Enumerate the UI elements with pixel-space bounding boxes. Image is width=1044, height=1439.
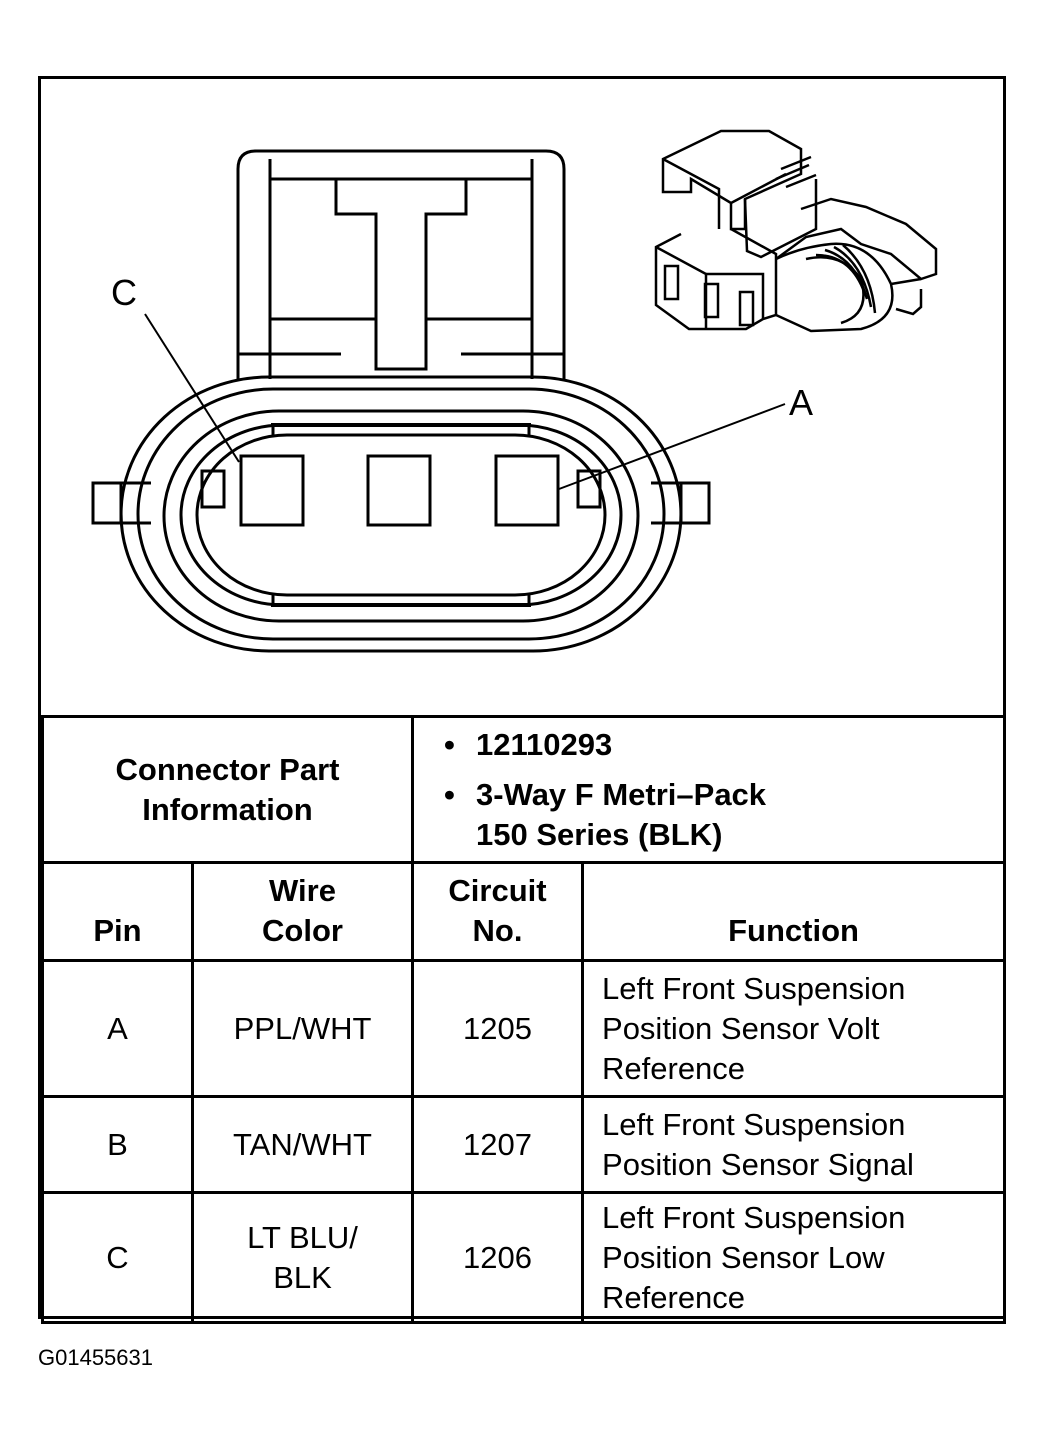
circuit-cell: 1207 <box>411 1095 585 1194</box>
pin-a-cavity <box>494 454 560 527</box>
connector-part-info-label: Connector Part Information <box>40 715 415 864</box>
pin-b-cavity <box>366 454 432 527</box>
pin-c-cavity <box>239 454 305 527</box>
callout-c-leader <box>144 313 240 463</box>
part-description-line2: 150 Series (BLK) <box>476 816 723 852</box>
connector-body <box>91 375 711 653</box>
connector-face-diagram: C A <box>41 79 1003 715</box>
connector-part-info-values: • 12110293 • 3-Way F Metri–Pack 150 Series… <box>411 715 1007 864</box>
circuit-cell: 1205 <box>411 959 585 1098</box>
header-pin: Pin <box>41 861 194 962</box>
wire-color-cell: PPL/WHT <box>190 959 415 1098</box>
part-description-line1: 3-Way F Metri–Pack <box>476 776 767 812</box>
connector-part-info-row: Connector Part Information • 12110293 • 3-… <box>40 715 1007 864</box>
pin-cell: A <box>41 959 194 1098</box>
function-cell: Left Front Suspension Position Sensor Vo… <box>581 959 1007 1098</box>
table-row: A PPL/WHT 1205 Left Front Suspension Pos… <box>41 959 1007 1098</box>
table-row: C LT BLU/BLK 1206 Left Front Suspension … <box>41 1191 1007 1324</box>
connector-figure-frame: C A Connector Part Information • 12110293… <box>38 76 1007 1324</box>
pin-cell: C <box>41 1191 194 1324</box>
info-label-line1: Connector Part <box>115 751 340 787</box>
bullet-icon: • <box>444 726 455 762</box>
pin-cell: B <box>41 1095 194 1194</box>
wire-color-cell: TAN/WHT <box>190 1095 415 1194</box>
callout-c-label: C <box>111 272 137 313</box>
figure-id: G01455631 <box>38 1345 153 1370</box>
part-number: 12110293 <box>476 726 613 762</box>
connector-pinout-table: Connector Part Information • 12110293 • 3-… <box>40 715 1007 1324</box>
callout-a-label: A <box>789 382 814 423</box>
table-row: B TAN/WHT 1207 Left Front Suspension Pos… <box>41 1095 1007 1194</box>
callout-a-leader <box>558 403 786 490</box>
part-number-item: • 12110293 <box>444 725 1003 765</box>
function-cell: Left Front Suspension Position Sensor Si… <box>581 1095 1007 1194</box>
bullet-icon: • <box>444 776 455 812</box>
latch-housing <box>236 149 566 379</box>
function-cell: Left Front Suspension Position Sensor Lo… <box>581 1191 1007 1324</box>
wire-color-cell: LT BLU/BLK <box>190 1191 415 1324</box>
circuit-cell: 1206 <box>411 1191 585 1324</box>
header-function: Function <box>581 861 1007 962</box>
part-description-item: • 3-Way F Metri–Pack <box>444 775 1003 815</box>
info-label-line2: Information <box>142 791 313 827</box>
connector-isometric-illustration <box>654 129 938 333</box>
